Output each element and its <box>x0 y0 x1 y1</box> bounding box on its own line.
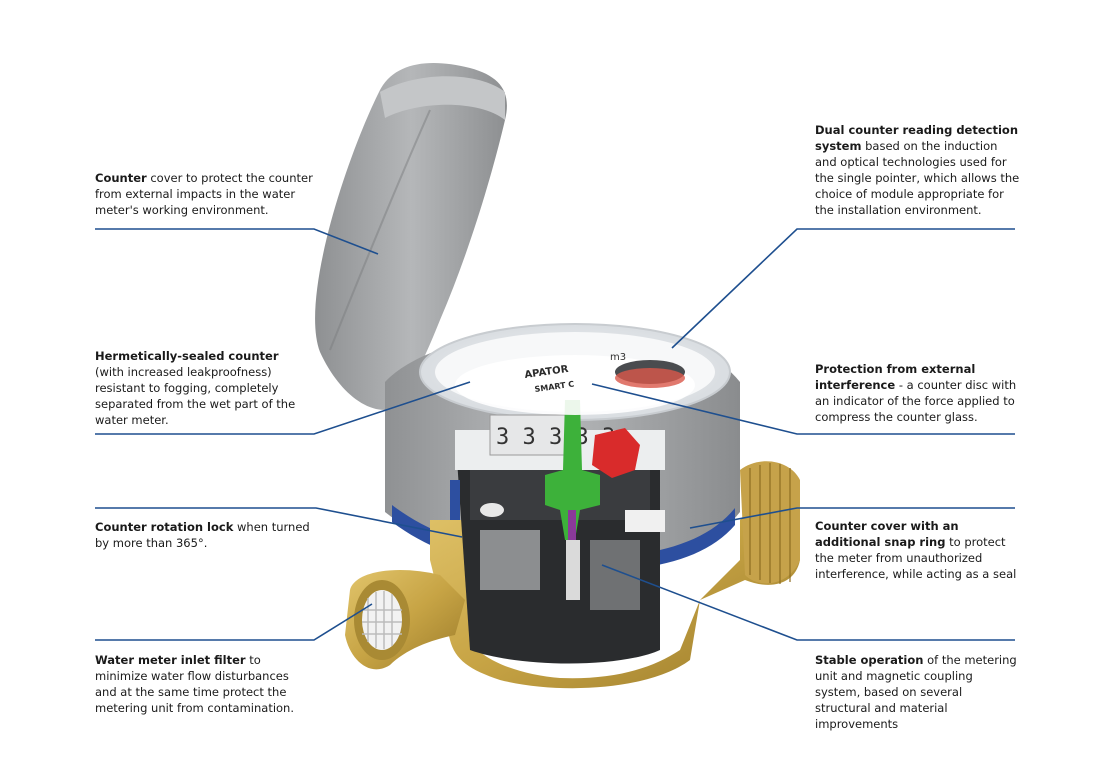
leader-snap-ring <box>689 507 1015 529</box>
meter-illustration: 3 3 3 3 3 APATOR SMART C m3 <box>315 63 800 689</box>
inlet-filter-mesh <box>362 591 402 649</box>
annotation-body: to protect the meter from unauthorized i… <box>815 535 1017 581</box>
leader-stable-operation <box>601 564 1015 641</box>
annotation-stable-operation: Stable operation of the metering unit an… <box>815 652 1020 732</box>
annotation-interference-protection: Protection from external interference - … <box>815 361 1020 425</box>
dial-unit: m3 <box>610 352 626 363</box>
annotation-title: Protection from external interference <box>815 362 976 392</box>
outlet-thread <box>740 461 800 584</box>
leader-lines <box>95 228 1015 641</box>
annotation-body: to minimize water flow disturbances and … <box>95 653 295 715</box>
annotation-body: (with increased leakproofness) resistant… <box>95 365 296 427</box>
purple-shaft <box>568 510 576 540</box>
seal-left <box>450 480 460 520</box>
annotation-inlet-filter: Water meter inlet filter to minimize wat… <box>95 652 310 716</box>
counter-cover-lid <box>315 63 507 410</box>
annotation-snap-ring: Counter cover with an additional snap ri… <box>815 518 1020 582</box>
annotation-title: Counter cover with an additional snap ri… <box>815 519 959 549</box>
inlet-nut <box>345 570 465 670</box>
annotation-title: Water meter inlet filter <box>95 653 246 667</box>
annotation-body: of the metering unit and magnetic coupli… <box>815 653 1017 731</box>
annotation-body: cover to protect the counter from extern… <box>95 171 313 217</box>
leader-interference <box>591 383 1015 435</box>
annotation-title: Counter <box>95 171 147 185</box>
dial-face: APATOR SMART C m3 <box>455 352 695 415</box>
annotation-title: Counter rotation lock <box>95 520 234 534</box>
annotation-title: Stable operation <box>815 653 924 667</box>
annotation-counter-cover: Counter cover to protect the counter fro… <box>95 170 315 218</box>
snap-ring-detail <box>625 510 665 532</box>
annotation-title: Dual counter reading detection system <box>815 123 1019 153</box>
brass-housing <box>345 461 800 689</box>
leader-dual-detection <box>671 228 1015 349</box>
annotation-dual-detection: Dual counter reading detection system ba… <box>815 122 1020 218</box>
annotation-rotation-lock: Counter rotation lock when turned by mor… <box>95 519 310 551</box>
rotation-lock-cap <box>480 503 504 517</box>
annotation-body: when turned by more than 365°. <box>95 520 310 550</box>
annotation-body: based on the induction and optical techn… <box>815 139 1020 217</box>
red-pointer <box>592 428 640 478</box>
leader-rotation-lock <box>95 507 463 538</box>
annotation-title: Hermetically-sealed counter <box>95 349 279 363</box>
green-spindle <box>545 400 600 540</box>
central-shaft <box>566 540 580 600</box>
leader-inlet-filter <box>95 603 373 641</box>
leader-counter-cover <box>95 228 379 255</box>
annotation-hermetic-counter: Hermetically-sealed counter (with increa… <box>95 348 305 428</box>
cutaway-interior: 3 3 3 3 3 <box>450 400 665 664</box>
annotation-body: - a counter disc with an indicator of th… <box>815 378 1017 424</box>
leader-hermetic-counter <box>95 381 471 435</box>
